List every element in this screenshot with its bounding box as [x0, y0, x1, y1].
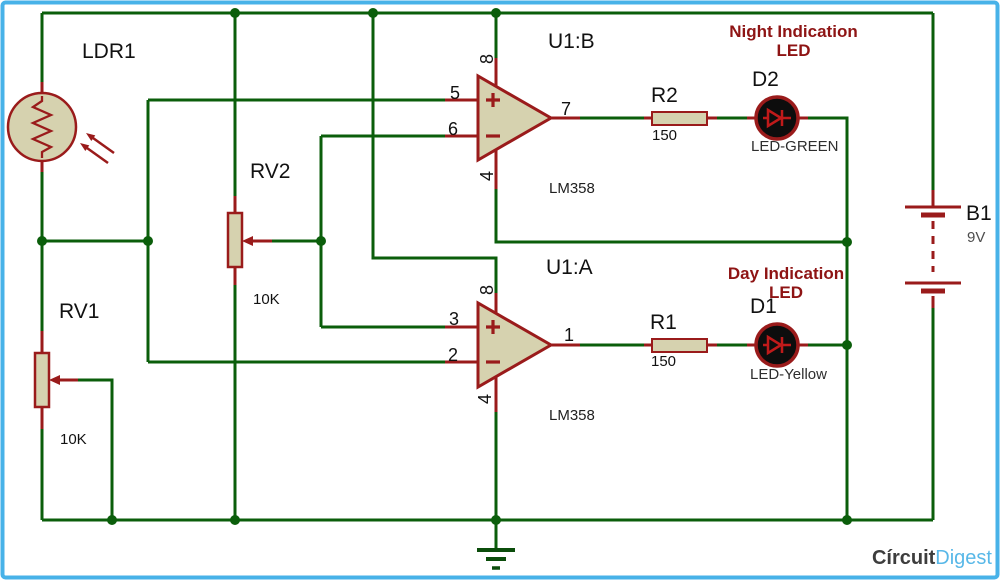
d2-diode-glyph [763, 107, 791, 129]
rv2-body [226, 211, 244, 269]
opamp-b-pin6-label: 6 [448, 119, 459, 139]
r2-ref-label: R2 [651, 84, 678, 107]
ground-symbol [477, 548, 515, 570]
component-leads [40, 58, 935, 429]
opamp-a-ref-label: U1:A [546, 256, 593, 279]
junction-dot [230, 8, 240, 18]
opamp-a-symbol [476, 300, 555, 390]
junction-dot [37, 236, 47, 246]
junction-dot [842, 515, 852, 525]
r2-value-label: 150 [652, 127, 678, 144]
plus-input-mark [486, 93, 500, 107]
rv1-ref-label: RV1 [59, 300, 100, 323]
junction-dot [491, 515, 501, 525]
d1-type-label: LED-Yellow [750, 366, 827, 383]
ldr-symbol [6, 91, 115, 165]
circuitdigest-logo: CírcuitDigest [858, 547, 992, 569]
d1-led-symbol [754, 322, 800, 368]
rv2-wiper-arrowhead [242, 236, 253, 246]
r2-resistor-body [651, 111, 708, 126]
night-indication-annotation: Night Indication LED [716, 22, 871, 60]
opamp-a-pin1-label: 1 [564, 325, 575, 345]
wire-segment [808, 116, 849, 520]
night-indication-line2: LED [776, 41, 811, 60]
d1-led-body [754, 322, 800, 368]
junction-dot [842, 340, 852, 350]
opamp-a-pin8-label: 8 [477, 285, 497, 296]
junction-dot [143, 236, 153, 246]
plus-input-mark [486, 320, 500, 334]
light-arrow [92, 136, 115, 155]
battery-symbol [905, 205, 961, 294]
opamp-b-pin7-label: 7 [561, 99, 572, 119]
opamp-a-pin4-label: 4 [475, 394, 495, 405]
d1-ref-label: D1 [750, 295, 777, 318]
day-indication-annotation: Day Indication LED [706, 264, 866, 302]
rv1-potentiometer-symbol [33, 351, 60, 409]
opamp-b-part-label: LM358 [549, 180, 595, 197]
d2-ref-label: D2 [752, 68, 779, 91]
wire-segment [78, 378, 114, 520]
ldr1-ref-label: LDR1 [82, 40, 136, 63]
opamp-b-pin8-label: 8 [477, 54, 497, 65]
rv1-value-label: 10K [60, 431, 87, 448]
rv1-wiper-arrowhead [49, 375, 60, 385]
logo-circuit-text: Círcuit [871, 547, 936, 569]
junction-dot [491, 8, 501, 18]
opamp-b-pin4-label: 4 [477, 171, 497, 182]
night-indication-line1: Night Indication [729, 22, 858, 41]
day-indication-line1: Day Indication [727, 264, 845, 283]
opamp-b-symbol [476, 73, 555, 163]
logo-digest-text: Digest [935, 547, 992, 569]
wire-segment [494, 189, 847, 244]
rv2-ref-label: RV2 [250, 160, 291, 183]
light-arrow [86, 146, 109, 165]
opamp-b-ref-label: U1:B [548, 30, 595, 53]
diode-triangle [766, 334, 784, 356]
d1-diode-glyph [763, 334, 791, 356]
junction-dot [230, 515, 240, 525]
rv2-potentiometer-symbol [226, 211, 253, 269]
opamp-a-triangle [476, 300, 555, 390]
rv1-body [33, 351, 51, 409]
ldr-resistor-zigzag [30, 96, 54, 158]
r1-value-label: 150 [651, 353, 677, 370]
junction-dot [842, 237, 852, 247]
d2-type-label: LED-GREEN [751, 138, 839, 155]
d2-led-body [754, 95, 800, 141]
wire-segment [371, 13, 498, 293]
junction-dot [368, 8, 378, 18]
b1-ref-label: B1 [966, 202, 992, 225]
opamp-b-triangle [476, 73, 555, 163]
wire-net [40, 11, 935, 549]
opamp-a-pin2-label: 2 [448, 345, 459, 365]
junction-dot [316, 236, 326, 246]
opamp-a-pin3-label: 3 [449, 309, 460, 329]
r1-ref-label: R1 [650, 311, 677, 334]
day-indication-line2: LED [769, 283, 803, 302]
junction-dot [107, 515, 117, 525]
rv2-value-label: 10K [253, 291, 280, 308]
light-arrowhead [86, 133, 96, 141]
junction-dots [37, 8, 852, 525]
diode-triangle [766, 107, 784, 129]
d2-led-symbol [754, 95, 800, 141]
opamp-a-part-label: LM358 [549, 407, 595, 424]
opamp-b-pin5-label: 5 [450, 83, 461, 103]
light-arrowhead [80, 143, 90, 151]
b1-value-label: 9V [967, 229, 986, 246]
r1-resistor-body [651, 338, 708, 353]
